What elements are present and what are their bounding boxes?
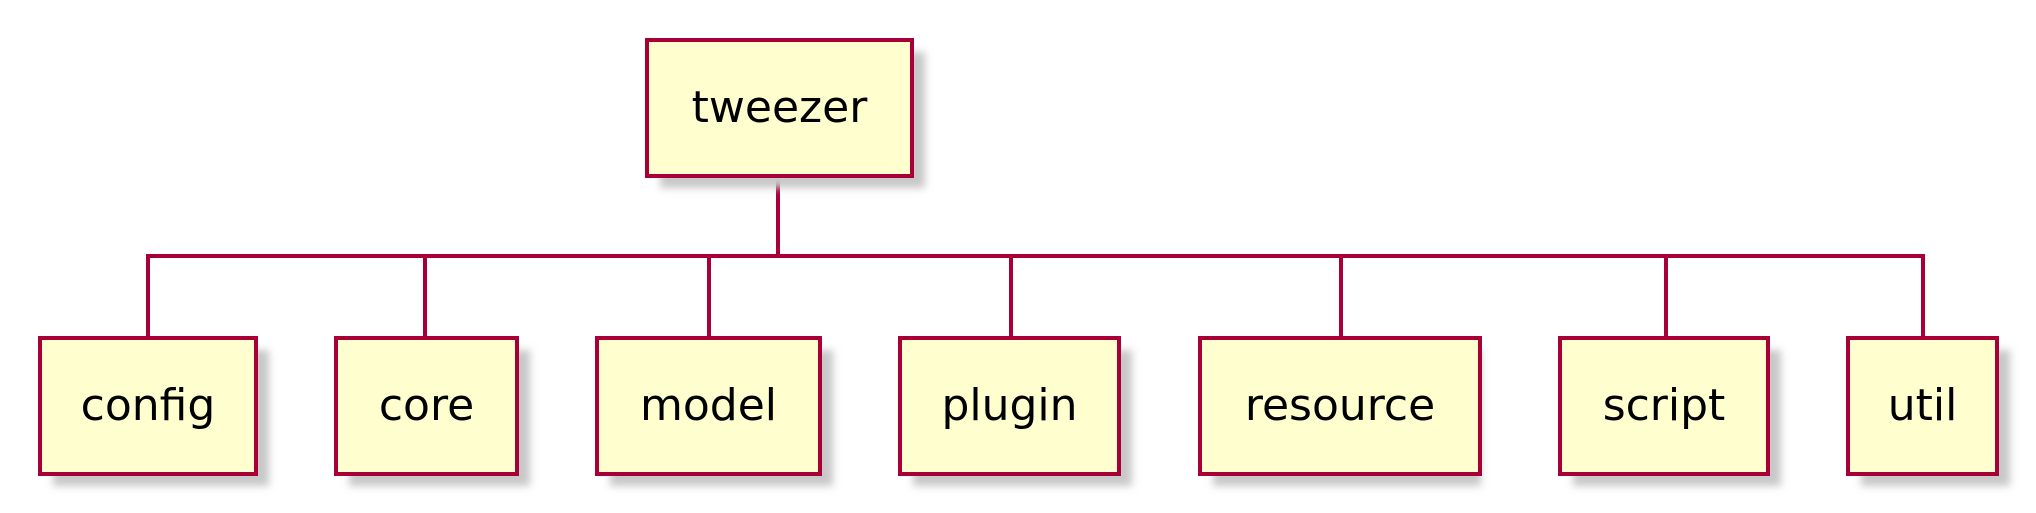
node-box — [334, 336, 519, 476]
node-box — [1198, 336, 1482, 476]
node-label: script — [1603, 380, 1726, 431]
node-box — [645, 38, 914, 178]
connectors — [146, 174, 1925, 340]
node-config: config — [38, 336, 269, 486]
node-plugin: plugin — [898, 336, 1132, 486]
node-resource: resource — [1198, 336, 1482, 486]
node-box — [38, 336, 258, 476]
node-box — [1558, 336, 1770, 476]
node-model: model — [595, 336, 833, 486]
node-box — [898, 336, 1121, 476]
node-box — [1846, 336, 1999, 476]
node-tweezer: tweezer — [645, 38, 925, 188]
node-label: model — [640, 380, 777, 431]
node-core: core — [334, 336, 530, 486]
node-label: util — [1888, 380, 1958, 431]
node-script: script — [1558, 336, 1781, 486]
node-label: plugin — [941, 380, 1077, 431]
node-label: resource — [1245, 380, 1435, 431]
node-label: tweezer — [692, 82, 869, 133]
node-label: config — [81, 380, 216, 431]
node-util: util — [1846, 336, 2010, 486]
node-box — [595, 336, 822, 476]
node-label: core — [379, 380, 474, 431]
